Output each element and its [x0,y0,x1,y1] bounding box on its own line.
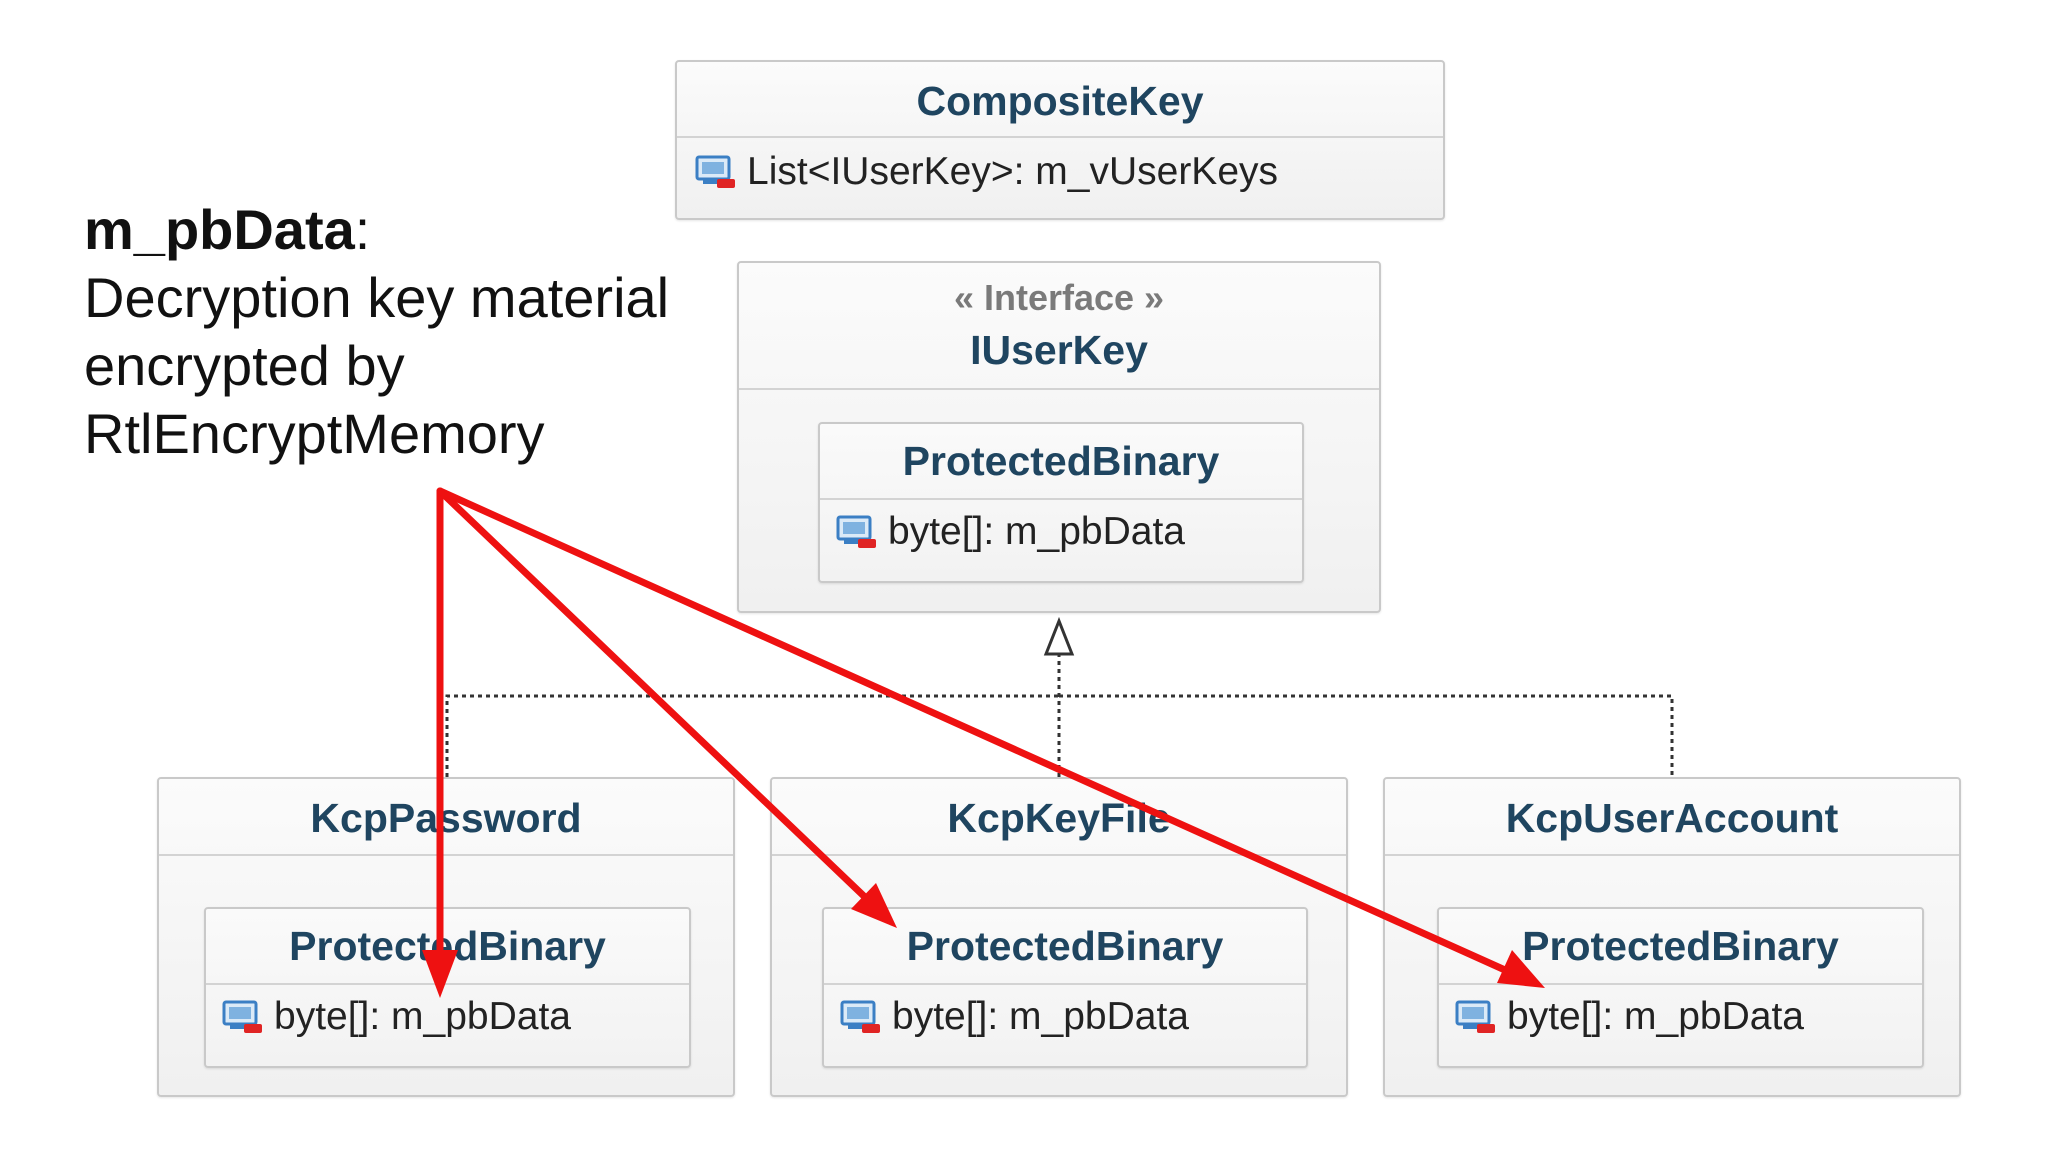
composite-key-title: CompositeKey [916,78,1204,124]
iuserkey-title: IUserKey [970,327,1148,373]
protected-binary-title: ProtectedBinary [902,438,1220,484]
protected-binary-class: ProtectedBinary byte[]: m_pbData [822,907,1308,1068]
kcp-password-title: KcpPassword [310,795,582,841]
private-field-icon [1455,1000,1495,1033]
composite-key-class: CompositeKey List<IUserKey>: m_vUserKeys [675,60,1445,220]
realization-connectors [445,654,1674,777]
field-text: List<IUserKey>: m_vUserKeys [747,150,1279,193]
kcp-user-account-title: KcpUserAccount [1505,795,1839,841]
class-divider [159,854,733,856]
note-line-3: RtlEncryptMemory [84,402,545,465]
protected-binary-title: ProtectedBinary [1522,923,1839,969]
field-text: byte[]: m_pbData [1507,995,1804,1038]
protected-binary-title: ProtectedBinary [906,923,1224,969]
class-divider [1385,854,1959,856]
annotation-note: m_pbData: Decryption key material encryp… [84,196,669,468]
realization-triangle-icon [1043,616,1075,656]
kcp-user-account-class: KcpUserAccount ProtectedBinary byte[]: m… [1383,777,1961,1097]
realization-line-right [1059,694,1674,777]
m-pbdata-field: byte[]: m_pbData [1455,995,1804,1039]
note-field-name: m_pbData [84,198,355,261]
protected-binary-class: ProtectedBinary byte[]: m_pbData [1437,907,1924,1068]
note-heading: m_pbData: [84,196,669,264]
note-line-2: encrypted by [84,334,405,397]
m-pbdata-field: byte[]: m_pbData [222,995,571,1039]
class-divider [677,136,1443,138]
kcp-key-file-title: KcpKeyFile [947,795,1171,841]
private-field-icon [222,1000,262,1033]
realization-line-left [445,694,1059,777]
class-divider [820,498,1302,500]
note-colon: : [354,198,371,261]
class-divider [206,983,689,985]
kcp-password-class: KcpPassword ProtectedBinary byte[]: m_pb… [157,777,735,1097]
class-divider [772,854,1346,856]
field-text: byte[]: m_pbData [888,510,1185,553]
composite-key-field: List<IUserKey>: m_vUserKeys [695,150,1278,194]
kcp-key-file-class: KcpKeyFile ProtectedBinary byte[]: m_pbD… [770,777,1348,1097]
field-text: byte[]: m_pbData [892,995,1189,1038]
iuserkey-interface: « Interface » IUserKey ProtectedBinary b… [737,261,1381,613]
protected-binary-title: ProtectedBinary [289,923,606,969]
note-line-1: Decryption key material [84,266,670,329]
field-text: byte[]: m_pbData [274,995,571,1038]
private-field-icon [836,515,876,548]
interface-stereotype: « Interface » [953,277,1165,318]
m-pbdata-field: byte[]: m_pbData [836,510,1185,554]
m-pbdata-field: byte[]: m_pbData [840,995,1189,1039]
class-divider [1439,983,1922,985]
protected-binary-class: ProtectedBinary byte[]: m_pbData [204,907,691,1068]
private-field-icon [695,155,735,188]
protected-binary-class: ProtectedBinary byte[]: m_pbData [818,422,1304,583]
class-divider [739,388,1379,390]
private-field-icon [840,1000,880,1033]
class-divider [824,983,1306,985]
